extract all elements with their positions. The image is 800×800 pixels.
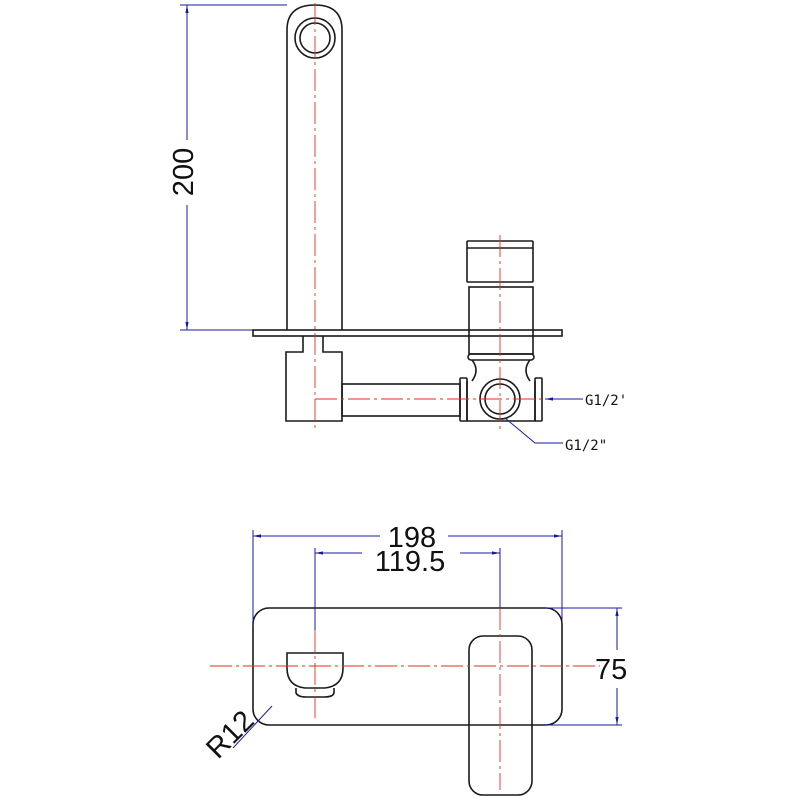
dimension-75: 75 [545,607,627,726]
dimension-198: 198 [252,522,563,628]
dimension-119-5: 119.5 [314,546,501,630]
thread-callout-front: G1/2" [504,417,607,454]
dimension-label-r12: R12 [200,705,260,765]
dimension-r12: R12 [200,705,273,765]
dimension-label-200: 200 [168,148,200,196]
side-view: 200 G1/2' G1/2" [168,3,627,454]
valve-body [466,359,536,422]
dimension-label-198: 198 [388,522,436,554]
thread-label-side: G1/2' [585,393,627,409]
front-view: 198 119.5 75 R12 [200,522,627,796]
dimension-200: 200 [168,4,287,331]
valve-collar [467,353,535,361]
dimension-label-119-5: 119.5 [375,546,445,578]
thread-label-front: G1/2" [565,438,607,454]
valve-cartridge [468,286,534,355]
spout-nozzle [286,652,344,689]
dimension-label-75: 75 [595,654,627,686]
wall-plate-front [252,607,563,726]
thread-callout-side: G1/2' [545,393,627,409]
valve-handle-front [468,635,533,796]
valve-flange-right [534,377,543,422]
wall-plate-side [252,329,563,337]
valve-flange-left [459,377,468,422]
connecting-pipe [341,383,461,417]
spout-neck [285,336,343,422]
